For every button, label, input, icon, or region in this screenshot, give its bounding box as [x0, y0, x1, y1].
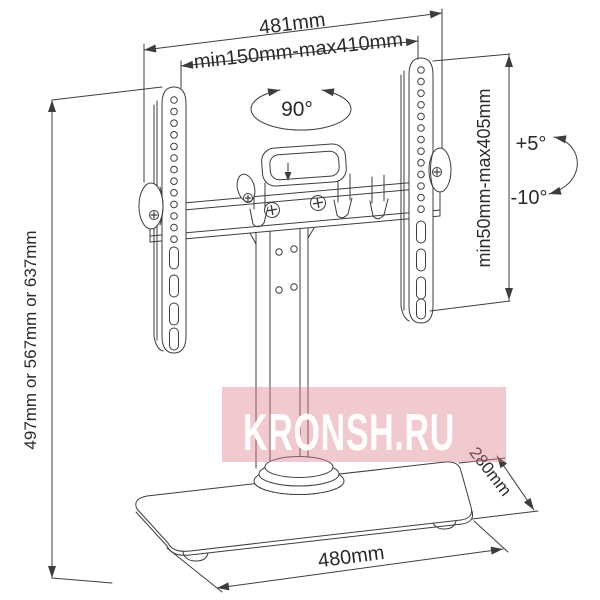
crossbar	[149, 179, 441, 245]
swivel-label: 90°	[281, 98, 313, 121]
clamp-right	[428, 147, 452, 193]
watermark-text: KRONSH.RU	[243, 404, 455, 462]
vesa-holes-right	[417, 66, 425, 213]
clamp-left	[138, 182, 164, 230]
total-width-label: 481mm	[258, 9, 327, 39]
hook-bracket	[236, 143, 389, 228]
total-height-label: 497mm or 567mm or 637mm	[21, 230, 40, 449]
vesa-width-label: min150mm-max410mm	[193, 29, 404, 74]
dimension-total-height	[48, 86, 163, 584]
swivel-indicator	[250, 88, 352, 131]
tilt-indicator	[548, 135, 578, 195]
tv-stand-drawing	[48, 8, 578, 593]
dimension-base-width	[166, 520, 509, 593]
vesa-holes-left	[170, 96, 178, 243]
vesa-slots-left	[169, 246, 179, 351]
watermark: KRONSH.RU	[222, 387, 506, 462]
dimension-base-depth	[458, 455, 539, 520]
gusset-left	[249, 232, 257, 245]
vesa-slots-right	[416, 220, 426, 320]
dimension-vesa-height	[429, 53, 513, 312]
tilt-down-label: -10°	[511, 187, 548, 209]
crossbar-screw-left	[264, 202, 280, 218]
crossbar-screw-right	[310, 195, 326, 211]
vesa-height-label: min50mm-max405mm	[474, 88, 494, 267]
gusset-right	[307, 227, 315, 239]
dimension-vesa-width	[180, 35, 419, 89]
vesa-bracket-right	[400, 57, 434, 324]
base-width-label: 480mm	[317, 542, 386, 573]
tilt-up-label: +5°	[516, 133, 547, 155]
center-column	[255, 225, 309, 470]
drop-direction-arrow	[284, 162, 292, 181]
base-collar	[253, 456, 345, 495]
vesa-bracket-left	[153, 86, 187, 354]
hook-knob	[236, 173, 256, 203]
watermark-background	[222, 387, 506, 462]
